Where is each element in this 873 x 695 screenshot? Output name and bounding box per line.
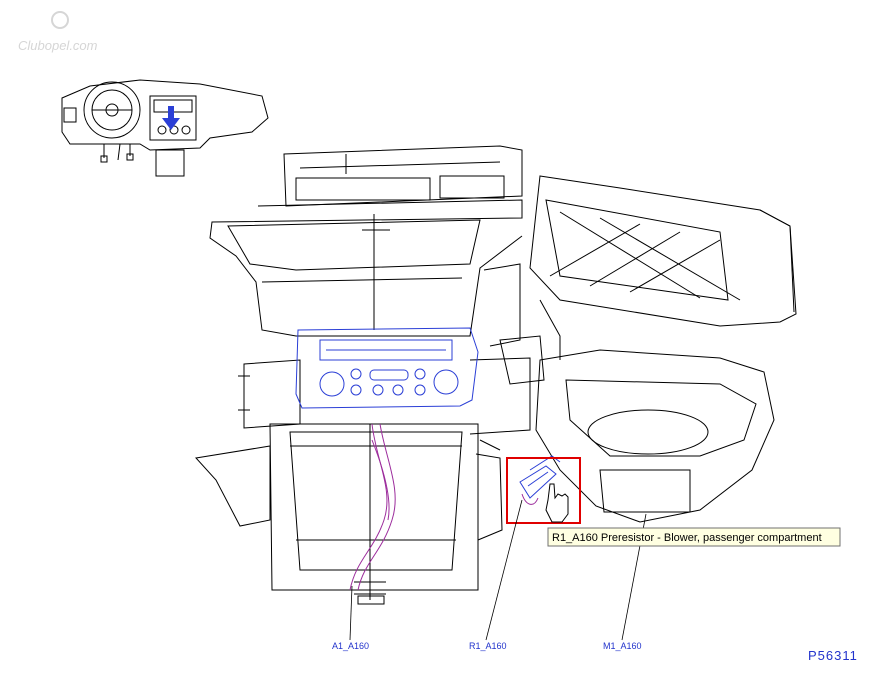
callout-r1: R1_A160 [469,641,507,651]
dashboard-locator [61,79,269,177]
wiring-harness [349,423,539,591]
tooltip-text: R1_A160 Preresistor - Blower, passenger … [552,532,822,544]
figure-number: P56311 [808,648,858,663]
climate-control-panel [295,327,479,409]
preresistor-component [519,455,561,499]
watermark-text: Clubopel.com [18,38,98,53]
highlight-box [506,457,581,524]
watermark: Clubopel.com [18,11,98,53]
arrow-down-icon [162,106,180,130]
hvac-housing [195,145,797,605]
hand-pointer-icon [545,483,569,523]
callout-a1: A1_A160 [332,641,369,651]
tooltip: R1_A160 Preresistor - Blower, passenger … [547,527,841,547]
callout-m1: M1_A160 [603,641,642,651]
